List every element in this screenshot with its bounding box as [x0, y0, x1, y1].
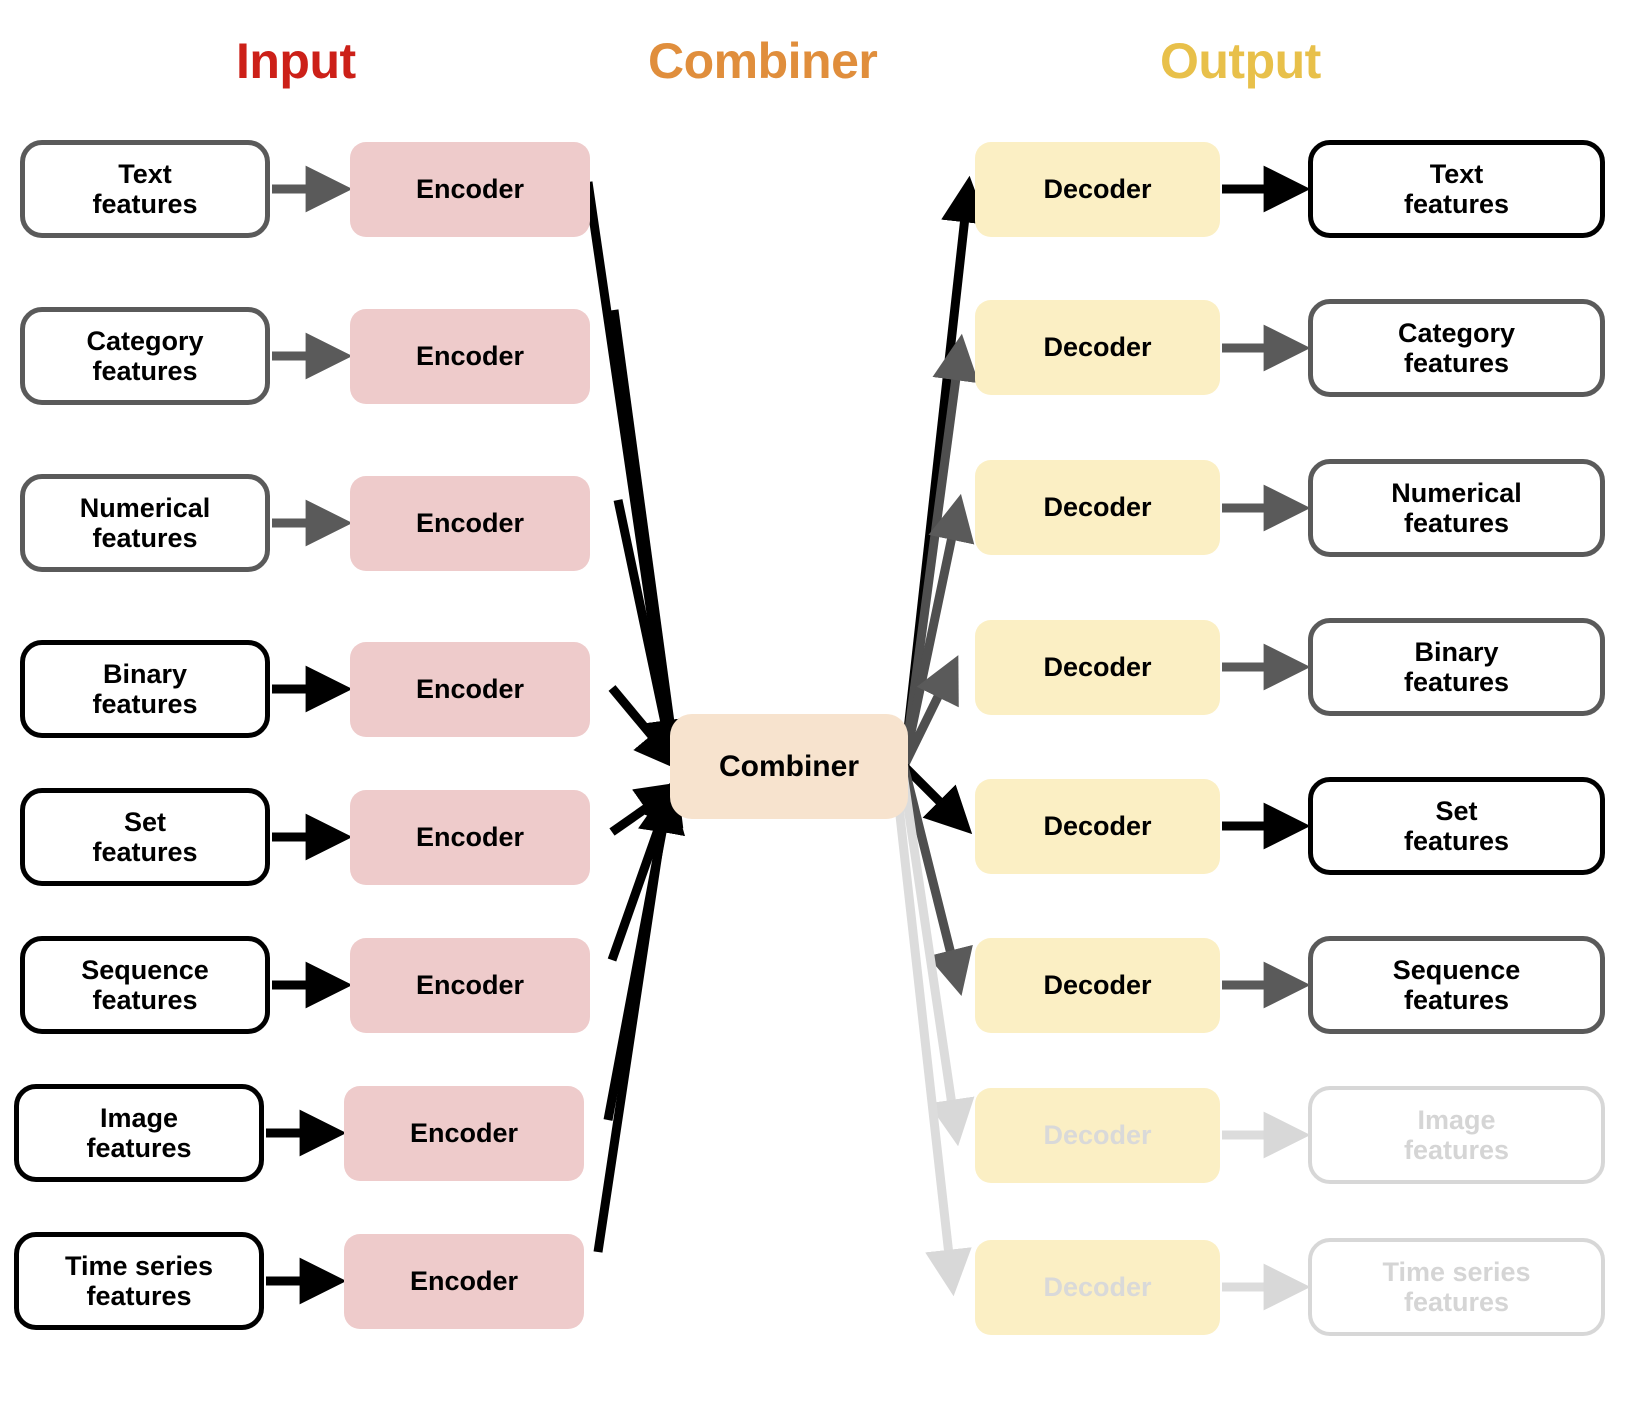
decoder-category[interactable]: Decoder [975, 300, 1220, 395]
column-title-input: Input [236, 33, 356, 89]
decoder-text[interactable]: Decoder [975, 142, 1220, 237]
combiner-label: Combiner [718, 749, 859, 783]
decoder-numerical[interactable]: Decoder [975, 460, 1220, 555]
decoder-image[interactable]: Decoder [975, 1088, 1220, 1183]
decoder-label: Decoder [1043, 174, 1152, 205]
decoder-to-output-arrows [1222, 165, 1311, 1311]
encoder-label: Encoder [409, 1266, 519, 1297]
encoder-label: Encoder [415, 970, 525, 1001]
encoder-label: Encoder [415, 341, 525, 372]
encoder-binary[interactable]: Encoder [350, 642, 590, 737]
encoder-time-series[interactable]: Encoder [344, 1234, 584, 1329]
decoder-label: Decoder [1043, 1272, 1152, 1303]
decoder-label: Decoder [1043, 492, 1152, 523]
column-title-output: Output [1160, 33, 1321, 89]
decoder-set[interactable]: Decoder [975, 779, 1220, 874]
decoder-time-series[interactable]: Decoder [975, 1240, 1220, 1335]
encoder-text[interactable]: Encoder [350, 142, 590, 237]
combiner-box[interactable]: Combiner [670, 714, 908, 819]
decoder-label: Decoder [1043, 652, 1152, 683]
encoder-image[interactable]: Encoder [344, 1086, 584, 1181]
input-to-encoder-arrows [266, 165, 353, 1305]
column-title-combiner: Combiner [648, 33, 878, 89]
decoder-label: Decoder [1043, 332, 1152, 363]
decoder-label: Decoder [1043, 1120, 1152, 1151]
decoder-sequence[interactable]: Decoder [975, 938, 1220, 1033]
encoder-numerical[interactable]: Encoder [350, 476, 590, 571]
encoder-label: Encoder [415, 508, 525, 539]
encoder-set[interactable]: Encoder [350, 790, 590, 885]
encoder-label: Encoder [409, 1118, 519, 1149]
encoder-to-combiner-arrows [583, 181, 693, 1253]
encoder-label: Encoder [415, 674, 525, 705]
encoder-label: Encoder [415, 174, 525, 205]
decoder-label: Decoder [1043, 970, 1152, 1001]
encoder-label: Encoder [415, 822, 525, 853]
decoder-label: Decoder [1043, 811, 1152, 842]
encoder-category[interactable]: Encoder [350, 309, 590, 404]
decoder-binary[interactable]: Decoder [975, 620, 1220, 715]
encoder-sequence[interactable]: Encoder [350, 938, 590, 1033]
